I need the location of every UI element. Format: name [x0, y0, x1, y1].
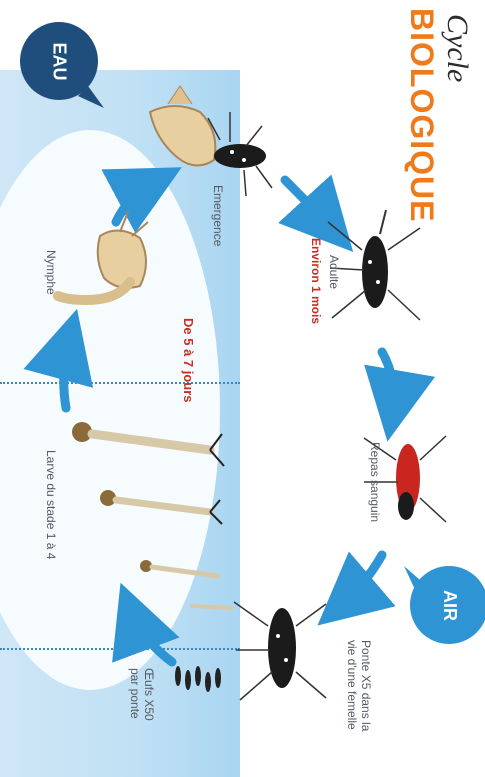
eggs-label-line2: par ponte	[128, 668, 142, 719]
arrow-larva-to-nymph	[64, 335, 70, 408]
laying-label-line2: vie d'une femelle	[345, 640, 359, 730]
arrow-adult-to-blood-meal	[382, 352, 394, 415]
emergence-label: Emergence	[211, 185, 225, 246]
nymph-illustration	[58, 212, 148, 300]
blood-meal-label: Repas sanguin	[368, 442, 382, 522]
adult-label: Adulte	[327, 255, 341, 289]
laying-label-line1: Ponte X5 dans la	[359, 640, 373, 731]
emergence-illustration	[150, 86, 272, 196]
eggs-illustration	[175, 666, 221, 692]
nymph-label: Nymphe	[44, 250, 58, 295]
arrow-blood-meal-to-laying	[338, 555, 382, 608]
aquatic-duration-label: De 5 à 7 jours	[181, 318, 195, 403]
laying-female-illustration	[234, 602, 326, 700]
water-bubble-tail	[78, 86, 104, 108]
arrow-eggs-to-larva	[130, 608, 172, 662]
larva-label: Larve du stade 1 à 4	[44, 450, 58, 559]
adult-duration-label: Environ 1 mois	[309, 238, 323, 324]
air-bubble-tail	[404, 566, 420, 596]
adult-mosquito-illustration	[328, 210, 420, 320]
larvae-illustration	[72, 422, 232, 608]
arrow-emergence-to-adult	[285, 180, 335, 232]
eggs-label-line1: Œufs X50	[142, 668, 156, 721]
arrow-nymph-to-emergence	[116, 180, 158, 222]
